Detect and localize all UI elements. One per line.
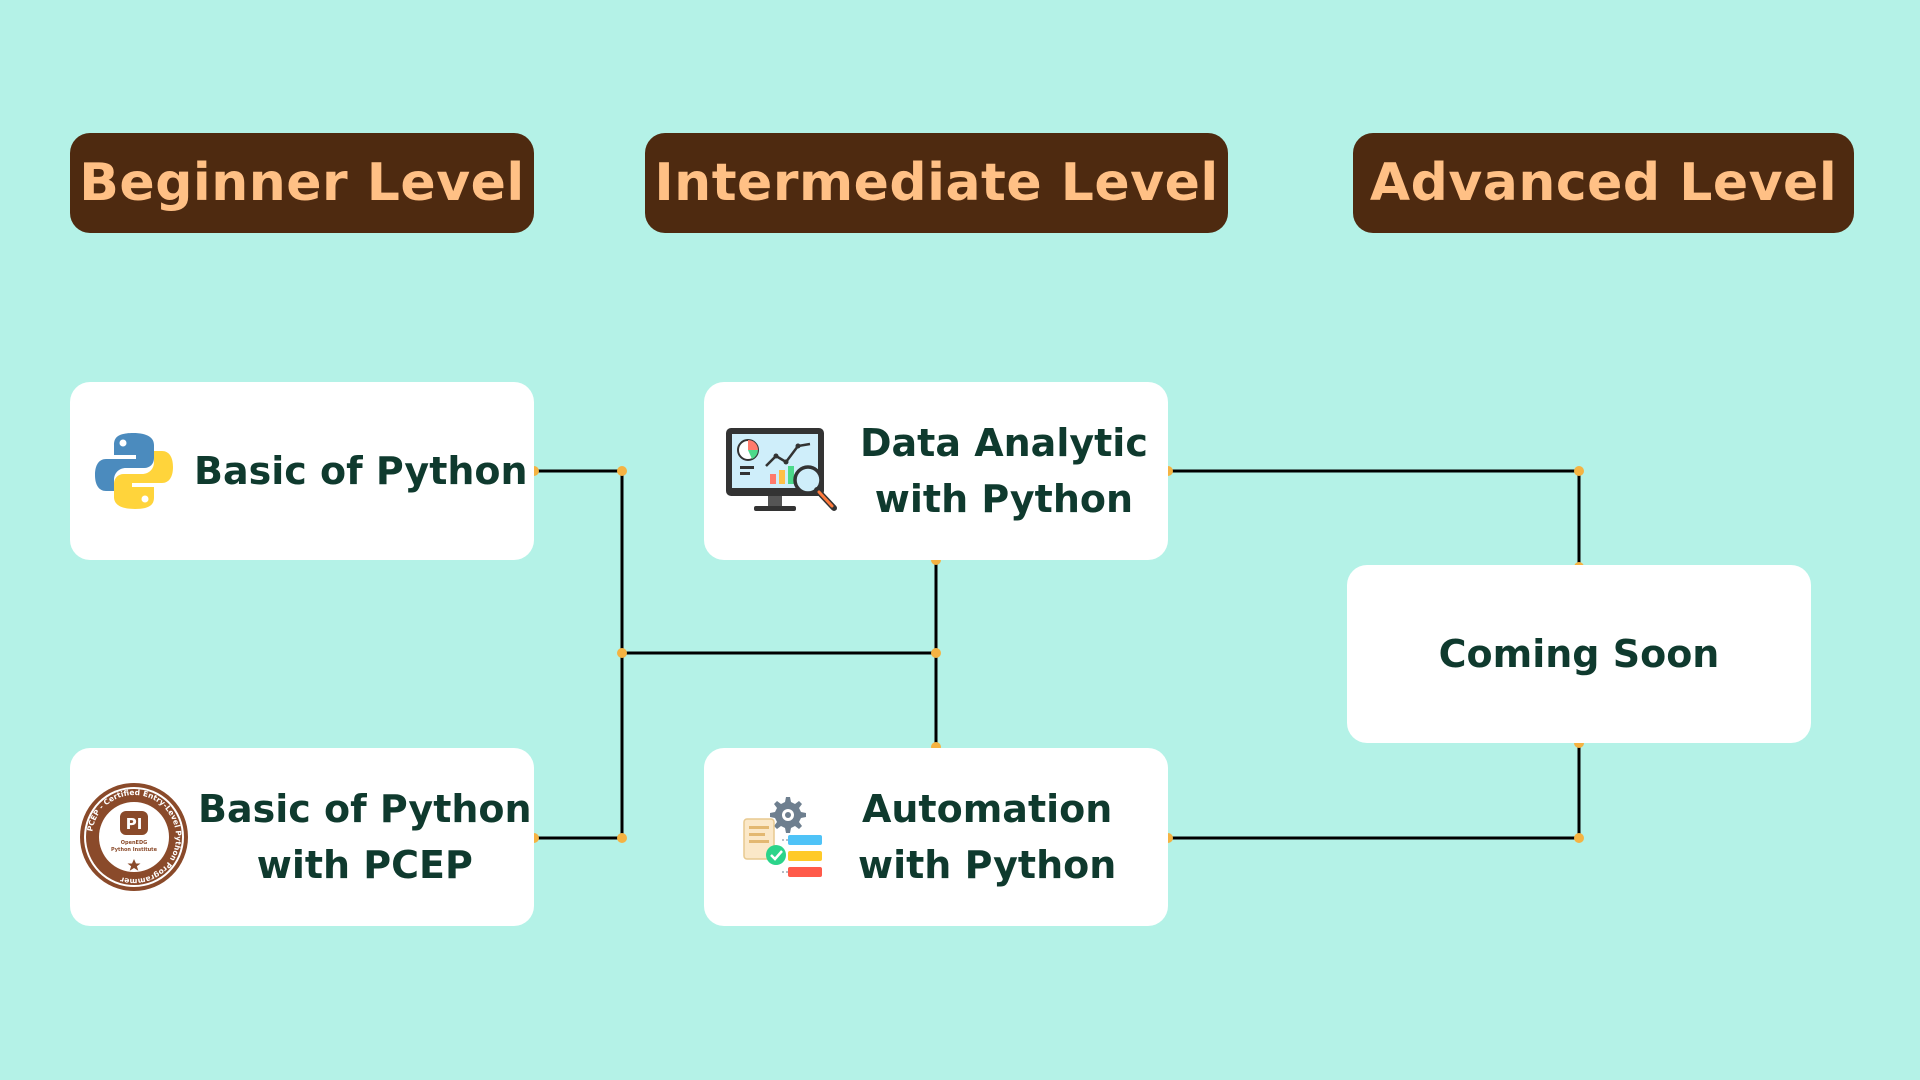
card-automation-title-line2: with Python	[858, 843, 1117, 887]
connector-data-to-coming-soon	[1168, 469, 1581, 567]
node-dot	[931, 648, 941, 658]
node-dot	[617, 466, 627, 476]
card-pcep-title: Basic of Python with PCEP	[198, 781, 532, 893]
card-basic-python[interactable]: Basic of Python	[70, 382, 534, 560]
card-data-analytic-title: Data Analytic with Python	[860, 415, 1148, 527]
card-coming-soon[interactable]: Coming Soon	[1347, 565, 1811, 743]
intermediate-level-label: Intermediate Level	[645, 133, 1228, 233]
card-automation[interactable]: Automation with Python	[704, 748, 1168, 926]
node-dot	[1574, 466, 1584, 476]
card-pcep[interactable]: PCEP - Certified Entry-Level Python Prog…	[70, 748, 534, 926]
node-dot	[617, 648, 627, 658]
python-logo-icon	[90, 427, 178, 515]
card-automation-title-line1: Automation	[861, 787, 1113, 831]
node-dot	[617, 833, 627, 843]
card-coming-soon-title: Coming Soon	[1438, 632, 1720, 676]
badge-monogram: PI	[126, 815, 143, 833]
analytics-monitor-icon	[724, 426, 840, 516]
card-pcep-title-line1: Basic of Python	[198, 787, 532, 831]
badge-org-line1: OpenEDG	[121, 840, 147, 846]
card-data-analytic-title-line1: Data Analytic	[860, 421, 1148, 465]
node-dot	[1574, 833, 1584, 843]
card-data-analytic-title-line2: with Python	[874, 477, 1134, 521]
advanced-level-label: Advanced Level	[1353, 133, 1854, 233]
card-automation-title: Automation with Python	[858, 781, 1116, 893]
beginner-level-label: Beginner Level	[70, 133, 534, 233]
badge-org-line2: Python Institute	[111, 847, 158, 853]
card-data-analytic[interactable]: Data Analytic with Python	[704, 382, 1168, 560]
card-pcep-title-line2: with PCEP	[256, 843, 473, 887]
card-basic-python-title: Basic of Python	[194, 449, 528, 493]
pcep-badge-icon: PCEP - Certified Entry-Level Python Prog…	[78, 781, 190, 893]
connector-automation-to-coming-soon	[1168, 743, 1581, 840]
automation-workflow-icon	[738, 789, 834, 885]
